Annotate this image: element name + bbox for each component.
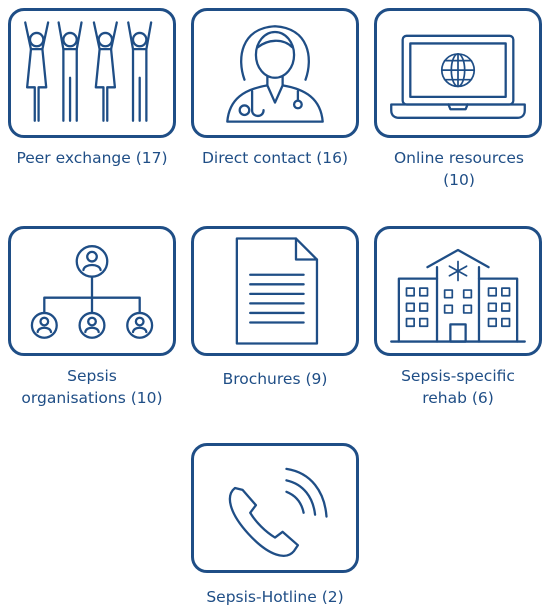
- label-sepsis-hotline: Sepsis-Hotline (2): [206, 588, 344, 606]
- document-icon: [235, 237, 319, 345]
- tile-online-resources: [374, 8, 542, 138]
- organisation-chart-icon: [30, 245, 154, 339]
- tile-brochures: [191, 226, 359, 356]
- label-direct-contact: Direct contact (16): [201, 149, 349, 167]
- tile-direct-contact: [191, 8, 359, 138]
- people-cheering-icon: [24, 21, 153, 122]
- label-online-resources: Online resources (10): [393, 149, 525, 189]
- phone-icon: [228, 467, 328, 557]
- label-peer-exchange: Peer exchange (17): [16, 149, 168, 167]
- laptop-globe-icon: [390, 34, 526, 119]
- tile-sepsis-hotline: [191, 443, 359, 573]
- hospital-icon: [390, 248, 526, 343]
- tile-sepsis-specific-rehab: [374, 226, 542, 356]
- doctor-icon: [226, 25, 324, 123]
- label-sepsis-specific-rehab: Sepsis-specific rehab (6): [401, 367, 515, 407]
- tile-sepsis-organisations: [8, 226, 176, 356]
- label-sepsis-organisations: Sepsis organisations (10): [21, 367, 163, 407]
- label-brochures: Brochures (9): [222, 370, 328, 388]
- tile-peer-exchange: [8, 8, 176, 138]
